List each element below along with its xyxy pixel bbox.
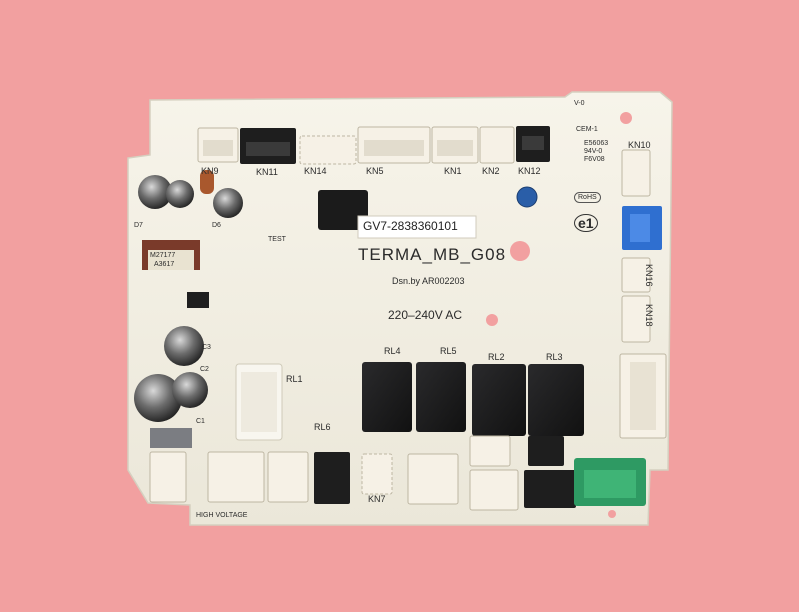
connector-bottom bbox=[267, 451, 309, 503]
designer-label: Dsn.by AR002203 bbox=[392, 276, 465, 286]
mounting-hole bbox=[510, 241, 530, 261]
capacitors-left bbox=[134, 326, 208, 422]
relay-label-rl5: RL5 bbox=[440, 346, 457, 356]
relay-label-rl2: RL2 bbox=[488, 352, 505, 362]
mounting-hole bbox=[620, 112, 632, 124]
connector-label-kn12: KN12 bbox=[518, 166, 541, 176]
connector-bottom bbox=[469, 469, 519, 511]
capacitors-top-left bbox=[138, 170, 243, 218]
relay-label-rl3: RL3 bbox=[546, 352, 563, 362]
connector-label-kn10: KN10 bbox=[628, 140, 651, 150]
version-mark: V-0 bbox=[574, 100, 585, 107]
transformer-text-1: M27177 bbox=[150, 252, 176, 259]
relay-rl2 bbox=[472, 364, 526, 436]
connector-bottom bbox=[149, 451, 187, 503]
serial-label: GV7-2838360101 bbox=[363, 219, 458, 233]
mounting-hole bbox=[486, 314, 498, 326]
capacitor-c1 bbox=[150, 428, 192, 448]
rohs-mark: RoHS bbox=[574, 192, 601, 203]
connector-bottom-black bbox=[524, 470, 576, 508]
relay-label-rl6: RL6 bbox=[314, 422, 331, 432]
connector-kn16 bbox=[621, 257, 651, 293]
connector-label-kn1: KN1 bbox=[444, 166, 462, 176]
connector-label-kn5: KN5 bbox=[366, 166, 384, 176]
connector-label-kn16: KN16 bbox=[644, 264, 654, 287]
relay-rl5 bbox=[416, 362, 466, 432]
connector-bottom bbox=[469, 435, 511, 467]
capacitor-blue bbox=[516, 186, 538, 208]
connector-kn1 bbox=[431, 126, 479, 164]
connector-bottom-black bbox=[528, 436, 564, 466]
connector-label-kn14: KN14 bbox=[304, 166, 327, 176]
relay-label-rl4: RL4 bbox=[384, 346, 401, 356]
connector-kn12 bbox=[516, 126, 550, 162]
connector-bottom-black bbox=[314, 452, 350, 504]
connector-green bbox=[574, 458, 646, 506]
connector-kn11 bbox=[240, 128, 296, 164]
connector-kn10 bbox=[621, 149, 651, 197]
part-label-test: TEST bbox=[268, 236, 286, 243]
part-label-c2: C2 bbox=[200, 366, 209, 373]
cert-line-2: 94V-0 bbox=[584, 148, 603, 155]
connector-label-kn7: KN7 bbox=[368, 494, 386, 504]
connector-kn18 bbox=[621, 295, 651, 343]
cem-label: CEM-1 bbox=[576, 126, 598, 133]
connector-bottom bbox=[407, 453, 459, 505]
cert-line-3: F6V08 bbox=[584, 156, 605, 163]
connector-bottom bbox=[207, 451, 265, 503]
part-label-d7: D7 bbox=[134, 222, 143, 229]
e-mark: e1 bbox=[574, 214, 598, 232]
relay-rl1 bbox=[235, 363, 283, 441]
ic-chip bbox=[187, 292, 209, 308]
transformer-text-2: A3617 bbox=[154, 261, 175, 268]
connector-label-kn2: KN2 bbox=[482, 166, 500, 176]
part-label-c3: C3 bbox=[202, 344, 211, 351]
connector-label-kn11: KN11 bbox=[256, 167, 278, 177]
connector-kn7 bbox=[361, 453, 393, 495]
relay-rl4 bbox=[362, 362, 412, 432]
connector-label-kn9: KN9 bbox=[201, 166, 219, 176]
mounting-hole bbox=[608, 510, 616, 518]
connector-kn9 bbox=[197, 127, 239, 163]
part-label-c1: C1 bbox=[196, 418, 205, 425]
cert-line-1: E56063 bbox=[584, 140, 609, 147]
connector-kn5 bbox=[357, 126, 431, 164]
label-sticker bbox=[357, 215, 477, 239]
relay-label-rl1: RL1 bbox=[286, 374, 303, 384]
board-model: TERMA_MB_G08 bbox=[358, 245, 507, 264]
transformer bbox=[142, 240, 200, 270]
connector-label-kn18: KN18 bbox=[644, 304, 654, 327]
connector-right-tall bbox=[619, 353, 667, 439]
high-voltage-warning: HIGH VOLTAGE bbox=[196, 512, 248, 519]
relay-connector bbox=[318, 190, 368, 230]
connector-blue bbox=[622, 206, 662, 250]
connector-kn14 bbox=[299, 135, 357, 165]
connector-kn2 bbox=[479, 126, 515, 164]
voltage-label: 220–240V AC bbox=[388, 308, 463, 322]
part-label-d6: D6 bbox=[212, 222, 221, 229]
relay-rl3 bbox=[528, 364, 584, 436]
